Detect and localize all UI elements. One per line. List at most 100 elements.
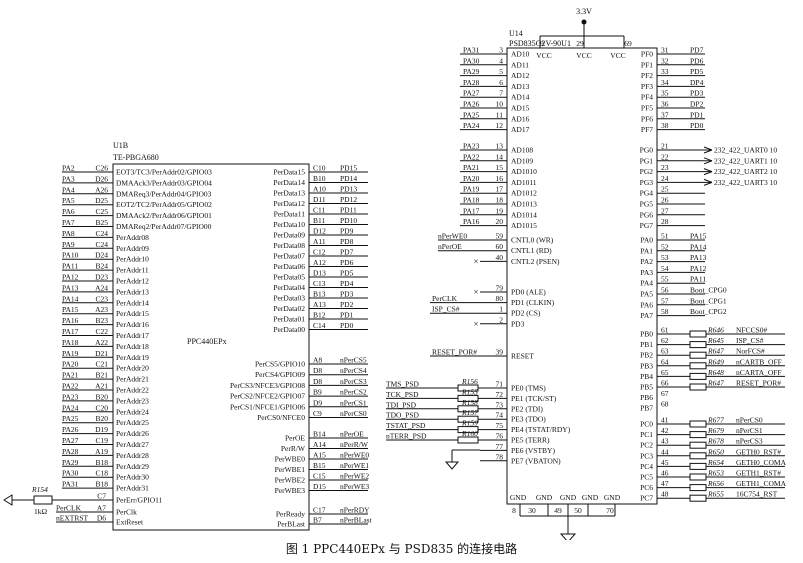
ppc-right-net: nPerCS2 <box>340 388 367 397</box>
ppc-right-pin-name: PerCS5/GPIO10 <box>255 360 305 369</box>
psd-left-pin-no: 17 <box>496 185 504 194</box>
ppc-left-pin-no: B18 <box>95 458 108 467</box>
psd-right-pin-no: 27 <box>661 206 669 215</box>
psd-right-net: RESET_POR# <box>736 379 781 388</box>
psd-right-pin-no: 57 <box>661 296 669 305</box>
psd-right-pin-name: PG6 <box>640 210 654 219</box>
psd-right-net: DP4 <box>690 78 704 87</box>
ppc-right-pin-name: PerData10 <box>273 220 305 229</box>
psd-pe-pin-no: 78 <box>496 452 504 461</box>
psd-left-pin-name: AD1011 <box>511 178 537 187</box>
psd-left-pin-name: AD1010 <box>511 167 537 176</box>
gnd-pin-no: 50 <box>574 506 582 515</box>
gnd-symbol-pe <box>444 461 460 470</box>
psd-pe-pin-no: 71 <box>496 380 504 389</box>
gnd-pin-no: 49 <box>554 506 562 515</box>
psd-right-pin-no: 53 <box>661 253 669 262</box>
psd-left-pin-name: AD1012 <box>511 189 537 198</box>
psd-left-net: PA27 <box>463 89 480 98</box>
ppc-left-pin-no: D19 <box>95 425 108 434</box>
psd-right-pin-name: PB6 <box>640 393 653 402</box>
psd-right-net: GETH0_RST# <box>736 447 781 456</box>
psd-right-pin-name: PA3 <box>640 268 653 277</box>
ppc-left-pin-no: C21 <box>95 360 108 369</box>
ppc-right-pin-name: PerData04 <box>273 283 305 292</box>
psd-right-pin-name: PF1 <box>641 60 653 69</box>
ppc-left-net: PA6 <box>62 207 75 216</box>
ppc-right-net: PD14 <box>340 174 357 183</box>
ppc-left-net: PA28 <box>62 447 79 456</box>
ppc-right-pin-name: PerBLast <box>277 520 306 529</box>
psd-right-pin-no: 45 <box>661 458 669 467</box>
psd-left-pin-no: 19 <box>496 206 504 215</box>
psd-right-pin-no: 44 <box>661 447 669 456</box>
ppc-left-pin-no: C24 <box>95 240 108 249</box>
psd-right-pin-no: 35 <box>661 89 669 98</box>
psd-left-pin-no: 6 <box>499 78 503 87</box>
ppc-left-pin-no: C25 <box>95 207 108 216</box>
res-ref: R647 <box>707 379 724 388</box>
ppc-right-pin-name: PerWBE2 <box>275 476 306 485</box>
ppc-right-net: nPerBLast <box>340 516 373 525</box>
ppc-ref: U1B <box>113 141 128 150</box>
pe-resistor-ref: R159 <box>461 419 478 428</box>
psd-pd-pin-no: 79 <box>496 284 504 293</box>
psd-right-pin-name: PF0 <box>641 50 653 59</box>
ppc-left-pin-no: D21 <box>95 349 108 358</box>
ppc-right-pin-no: C15 <box>313 472 326 481</box>
psd-cntl-net: nPerWE0 <box>438 232 467 241</box>
pb-resistor <box>689 330 707 338</box>
ppc-right-pin-no: A14 <box>313 440 326 449</box>
ppc-left-pin-name: PerAddr21 <box>116 375 149 384</box>
psd-left-net: PA22 <box>463 152 480 161</box>
ppc-left-net: PA17 <box>62 327 79 336</box>
psd-reset-pin-name: RESET <box>511 352 534 361</box>
psd-left-net: PA21 <box>463 163 480 172</box>
ppc-left-pin-no: C22 <box>95 327 108 336</box>
ppc-right-pin-name: PerData13 <box>273 189 305 198</box>
res-ref: R649 <box>707 357 724 366</box>
psd-left-pin-no: 12 <box>496 121 504 130</box>
ppc-left-pin-name: PerAddr26 <box>116 429 149 438</box>
psd-right-pin-no: 58 <box>661 307 669 316</box>
psd-left-pin-no: 18 <box>496 196 504 205</box>
psd-left-pin-no: 13 <box>496 142 504 151</box>
ppc-right-pin-no: D9 <box>313 398 322 407</box>
ppc-left-pin-name: PerAddr19 <box>116 353 149 362</box>
psd-left-pin-no: 10 <box>496 100 504 109</box>
psd-right-pin-no: 43 <box>661 437 669 446</box>
ppc-right-pin-no: B7 <box>313 516 322 525</box>
ppc-left-net: PA24 <box>62 403 79 412</box>
ppc-left-pin-no: B25 <box>95 218 108 227</box>
psd-right-pin-no: 56 <box>661 286 669 295</box>
psd-right-pin-no: 28 <box>661 217 669 226</box>
psd-left-pin-name: AD1013 <box>511 200 537 209</box>
psd-right-pin-no: 23 <box>661 163 669 172</box>
ppc-bottom-pin-no: C7 <box>97 492 106 501</box>
ppc-right-pin-no: C9 <box>313 409 322 418</box>
psd-right-pin-name: PG5 <box>640 200 654 209</box>
psd-right-pin-name: PB4 <box>640 372 653 381</box>
psd-right-pin-no: 54 <box>661 264 669 273</box>
ppc-left-pin-name: PerAddr12 <box>116 277 149 286</box>
ppc-right-net: PD1 <box>340 311 354 320</box>
ppc-right-pin-name: PerData14 <box>273 178 305 187</box>
psd-pe-net: TMS_PSD <box>386 380 420 389</box>
res-ref: R679 <box>707 426 724 435</box>
psd-pe-pin-name: PE7 (VBATON) <box>511 456 561 465</box>
ppc-left-pin-no: C18 <box>95 469 108 478</box>
ppc-left-pin-name: EOT3/TC3/PerAddr02/GPIO03 <box>116 168 212 177</box>
ppc-right-pin-no: D8 <box>313 377 322 386</box>
psd-right-pin-name: PF3 <box>641 82 653 91</box>
ppc-bottom-pin-no: D6 <box>97 514 106 523</box>
ppc-left-pin-no: B21 <box>95 371 108 380</box>
psd-right-pin-name: PA2 <box>640 257 653 266</box>
psd-left-pin-no: 20 <box>496 217 504 226</box>
ppc-left-pin-no: C19 <box>95 436 108 445</box>
psd-right-pin-name: PA7 <box>640 311 653 320</box>
ppc-left-pin-name: PerAddr30 <box>116 473 149 482</box>
ppc-right-net: nPerCS1 <box>340 398 367 407</box>
ppc-right-pin-name: PerData11 <box>274 210 306 219</box>
psd-left-pin-name: AD16 <box>511 114 530 123</box>
ppc-name: PPC440EPx <box>187 337 227 346</box>
